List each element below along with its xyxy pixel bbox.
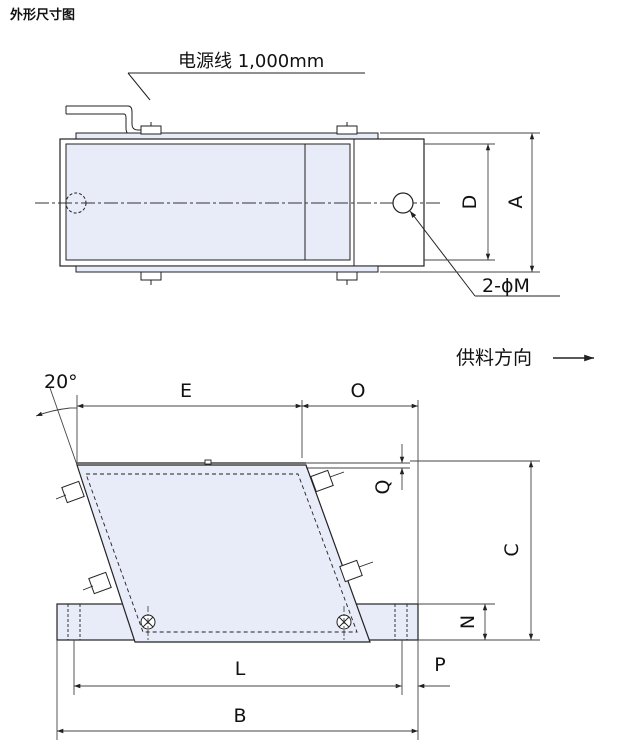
support-frame xyxy=(76,464,371,643)
dim-e-lines xyxy=(77,400,303,458)
top-view: 电源线 1,000mm xyxy=(35,51,560,297)
hole-leader xyxy=(409,210,560,297)
dim-p-lines xyxy=(378,640,450,740)
dim-b-lines xyxy=(56,640,418,740)
dim-d-label: D xyxy=(459,195,481,210)
cable-leader xyxy=(127,72,365,101)
hidden-hole xyxy=(65,192,87,214)
dim-a-label: A xyxy=(505,196,527,209)
dim-q-lines xyxy=(306,444,410,490)
side-bolt xyxy=(61,469,363,595)
bottom-rail xyxy=(75,265,379,273)
side-bolt-shaft xyxy=(55,471,374,591)
support-frame-inner xyxy=(85,473,358,633)
top-body-inner xyxy=(65,143,351,261)
base-slot xyxy=(67,604,408,640)
dim-o-label: O xyxy=(351,380,366,402)
dim-b-label: B xyxy=(233,705,246,727)
mount-hole xyxy=(392,192,414,214)
trough-joint xyxy=(204,459,212,465)
hole-label: 2-ϕM xyxy=(482,275,530,297)
cable-label: 电源线 1,000mm xyxy=(178,51,324,72)
dim-n-lines xyxy=(418,603,495,640)
top-rail xyxy=(75,132,379,140)
feed-direction: 供料方向 xyxy=(456,347,594,369)
dim-c-lines xyxy=(410,460,540,641)
angle-lines xyxy=(35,387,78,466)
power-cable xyxy=(65,105,148,137)
dim-a-lines xyxy=(380,132,540,273)
angle-label: 20° xyxy=(44,371,78,393)
top-bolt xyxy=(140,122,358,135)
dim-c-label: C xyxy=(501,543,523,556)
dim-d-lines xyxy=(424,143,495,261)
dim-q-label: Q xyxy=(372,480,394,495)
bottom-bolt xyxy=(140,271,358,285)
feed-direction-label: 供料方向 xyxy=(456,347,532,369)
base-screw-center xyxy=(147,606,345,641)
dim-p-label: P xyxy=(434,654,445,676)
dim-n-label: N xyxy=(457,615,479,629)
dim-l-label: L xyxy=(235,658,246,680)
dim-o-lines xyxy=(302,400,419,604)
dim-e-label: E xyxy=(180,380,192,402)
page-title: 外形尺寸图 xyxy=(10,8,76,23)
front-view: 20° E O Q xyxy=(35,371,540,740)
